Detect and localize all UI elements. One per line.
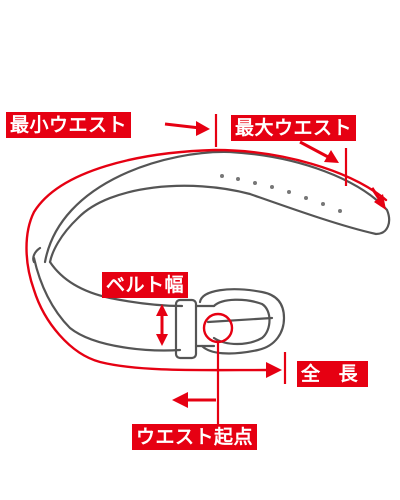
belt-near-strap-top bbox=[48, 260, 184, 308]
belt-width-label: ベルト幅 bbox=[102, 272, 189, 298]
buckle-prong bbox=[206, 316, 274, 324]
belt-near-strap bbox=[32, 256, 182, 352]
min-waist-label: 最小ウエスト bbox=[6, 112, 132, 138]
belt-width-arrow-down bbox=[156, 334, 168, 346]
total-length-arrow bbox=[266, 362, 282, 378]
belt-inner-edge bbox=[32, 246, 42, 264]
buckle-inner bbox=[212, 298, 271, 346]
belt-strap-inside bbox=[194, 304, 216, 348]
belt-width-arrow-up bbox=[156, 304, 168, 316]
max-waist-arrow bbox=[324, 150, 339, 163]
max-waist-end-arrow bbox=[374, 194, 386, 210]
waist-start-circle bbox=[202, 312, 234, 344]
total-length-path bbox=[25, 148, 388, 372]
min-waist-arrow bbox=[196, 121, 210, 136]
belt-outer-edge bbox=[43, 150, 391, 264]
belt-keeper bbox=[174, 298, 198, 360]
waist-start-arrow bbox=[172, 392, 188, 408]
belt-holes bbox=[220, 174, 342, 213]
buckle-frame bbox=[198, 288, 286, 355]
max-waist-label: 最大ウエスト bbox=[231, 115, 357, 141]
total-length-label: 全 長 bbox=[297, 361, 368, 387]
waist-start-label: ウエスト起点 bbox=[132, 424, 258, 450]
